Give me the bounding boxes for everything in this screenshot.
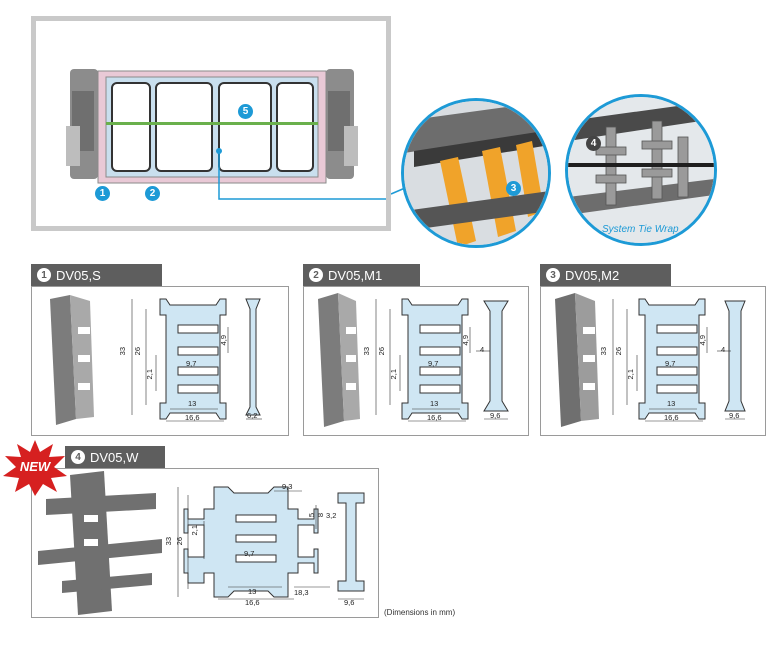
dim-height-outer: 33 (118, 347, 127, 356)
product-number-badge: 2 (309, 268, 323, 282)
product-card-dv05-m2: 33 26 2,1 4,9 9,7 13 16,6 4 9,6 (540, 286, 766, 436)
dv05-w-drawing (38, 471, 365, 615)
product-card-dv05-w: 33 26 2,1 9,3 5 8 9,7 13 16,6 18,3 3,2 9… (31, 468, 379, 618)
product-tab-dv05-w: 4 DV05,W (65, 446, 165, 468)
dim-side-web: 4 (721, 345, 726, 354)
starburst-icon (3, 440, 67, 496)
part-3d-view (38, 471, 162, 615)
dim-arm-len: 18,3 (294, 588, 309, 597)
dim-height-outer: 33 (362, 347, 371, 356)
product-tab-dv05-m1: 2 DV05,M1 (303, 264, 420, 286)
dim-width-outer: 16,6 (664, 413, 679, 422)
dim-side-top: 3,2 (326, 511, 337, 520)
zoom-tie-wrap-illustration (565, 94, 717, 246)
callout-4-badge: 4 (586, 136, 601, 151)
part-side-view (724, 300, 746, 412)
part-front-view (159, 298, 227, 420)
part-front-view (638, 298, 706, 420)
dim-height-outer: 33 (164, 537, 173, 546)
product-number-badge: 4 (71, 450, 85, 464)
dim-slot-gap: 4,9 (461, 335, 470, 346)
dim-center: 9,7 (244, 549, 255, 558)
tie-wrap-caption: System Tie Wrap (602, 224, 679, 235)
dim-side: 9,6 (729, 411, 740, 420)
product-card-dv05-s: 33 26 2,1 4,9 9,7 13 16,6 6,2 (31, 286, 289, 436)
zoom-separator-illustration (401, 98, 551, 248)
dim-width-inner: 13 (430, 399, 439, 408)
dim-height-inner: 26 (175, 537, 184, 546)
dim-slot: 2,1 (190, 525, 199, 536)
part-3d-view (555, 293, 599, 427)
part-side-view (483, 300, 509, 412)
dim-width-outer: 16,6 (185, 413, 200, 422)
part-3d-view (318, 293, 360, 427)
dv05-s-drawing (50, 295, 262, 425)
callout-2-badge: 2 (145, 186, 160, 201)
dim-center: 9,7 (186, 359, 197, 368)
product-name: DV05,M2 (565, 267, 620, 283)
dim-width-outer: 16,6 (245, 598, 260, 607)
callout-1-badge: 1 (95, 186, 110, 201)
dim-width-inner: 13 (188, 399, 197, 408)
dim-side: 9,6 (344, 598, 355, 607)
callout-5-badge: 5 (238, 104, 253, 119)
product-number-badge: 3 (546, 268, 560, 282)
dim-width-inner: 13 (248, 587, 257, 596)
dimensions-footnote: (Dimensions in mm) (384, 608, 456, 617)
dv05-m2-drawing (555, 293, 746, 427)
product-name: DV05,M1 (328, 267, 383, 283)
dim-side: 9,6 (490, 411, 501, 420)
dim-width-outer: 16,6 (427, 413, 442, 422)
new-badge-label: NEW (19, 459, 51, 474)
product-tab-dv05-s: 1 DV05,S (31, 264, 162, 286)
dim-slot-gap: 4,9 (219, 335, 228, 346)
product-name: DV05,W (90, 449, 139, 465)
product-tab-dv05-m2: 3 DV05,M2 (540, 264, 671, 286)
dim-center: 9,7 (428, 359, 439, 368)
dim-slot-gap: 4,9 (698, 335, 707, 346)
dim-arm-b: 8 (316, 513, 325, 518)
dim-width-inner: 13 (667, 399, 676, 408)
overview-frame (31, 16, 401, 231)
dim-slot: 2,1 (145, 369, 154, 380)
dim-arm-a: 5 (307, 513, 316, 518)
product-number-badge: 1 (37, 268, 51, 282)
part-3d-view (50, 295, 94, 425)
part-front-view (401, 298, 469, 420)
new-badge: NEW (3, 440, 67, 496)
dim-height-inner: 26 (133, 347, 142, 356)
dim-height-inner: 26 (377, 347, 386, 356)
part-side-view (245, 298, 261, 416)
callout-3-badge: 3 (506, 181, 521, 196)
product-card-dv05-m1: 33 26 2,1 4,9 9,7 13 16,6 4 9,6 (303, 286, 529, 436)
chain-cross-section-illustration (66, 69, 401, 200)
dim-top-arm: 9,3 (282, 482, 293, 491)
dim-center: 9,7 (665, 359, 676, 368)
part-side-view (337, 492, 365, 592)
dim-height-outer: 33 (599, 347, 608, 356)
dim-side-web: 4 (480, 345, 485, 354)
dim-slot: 2,1 (389, 369, 398, 380)
part-front-view (183, 486, 319, 598)
dim-side: 6,2 (247, 411, 258, 420)
dim-height-inner: 26 (614, 347, 623, 356)
product-name: DV05,S (56, 267, 101, 283)
dim-slot: 2,1 (626, 369, 635, 380)
dv05-m1-drawing (318, 293, 509, 427)
